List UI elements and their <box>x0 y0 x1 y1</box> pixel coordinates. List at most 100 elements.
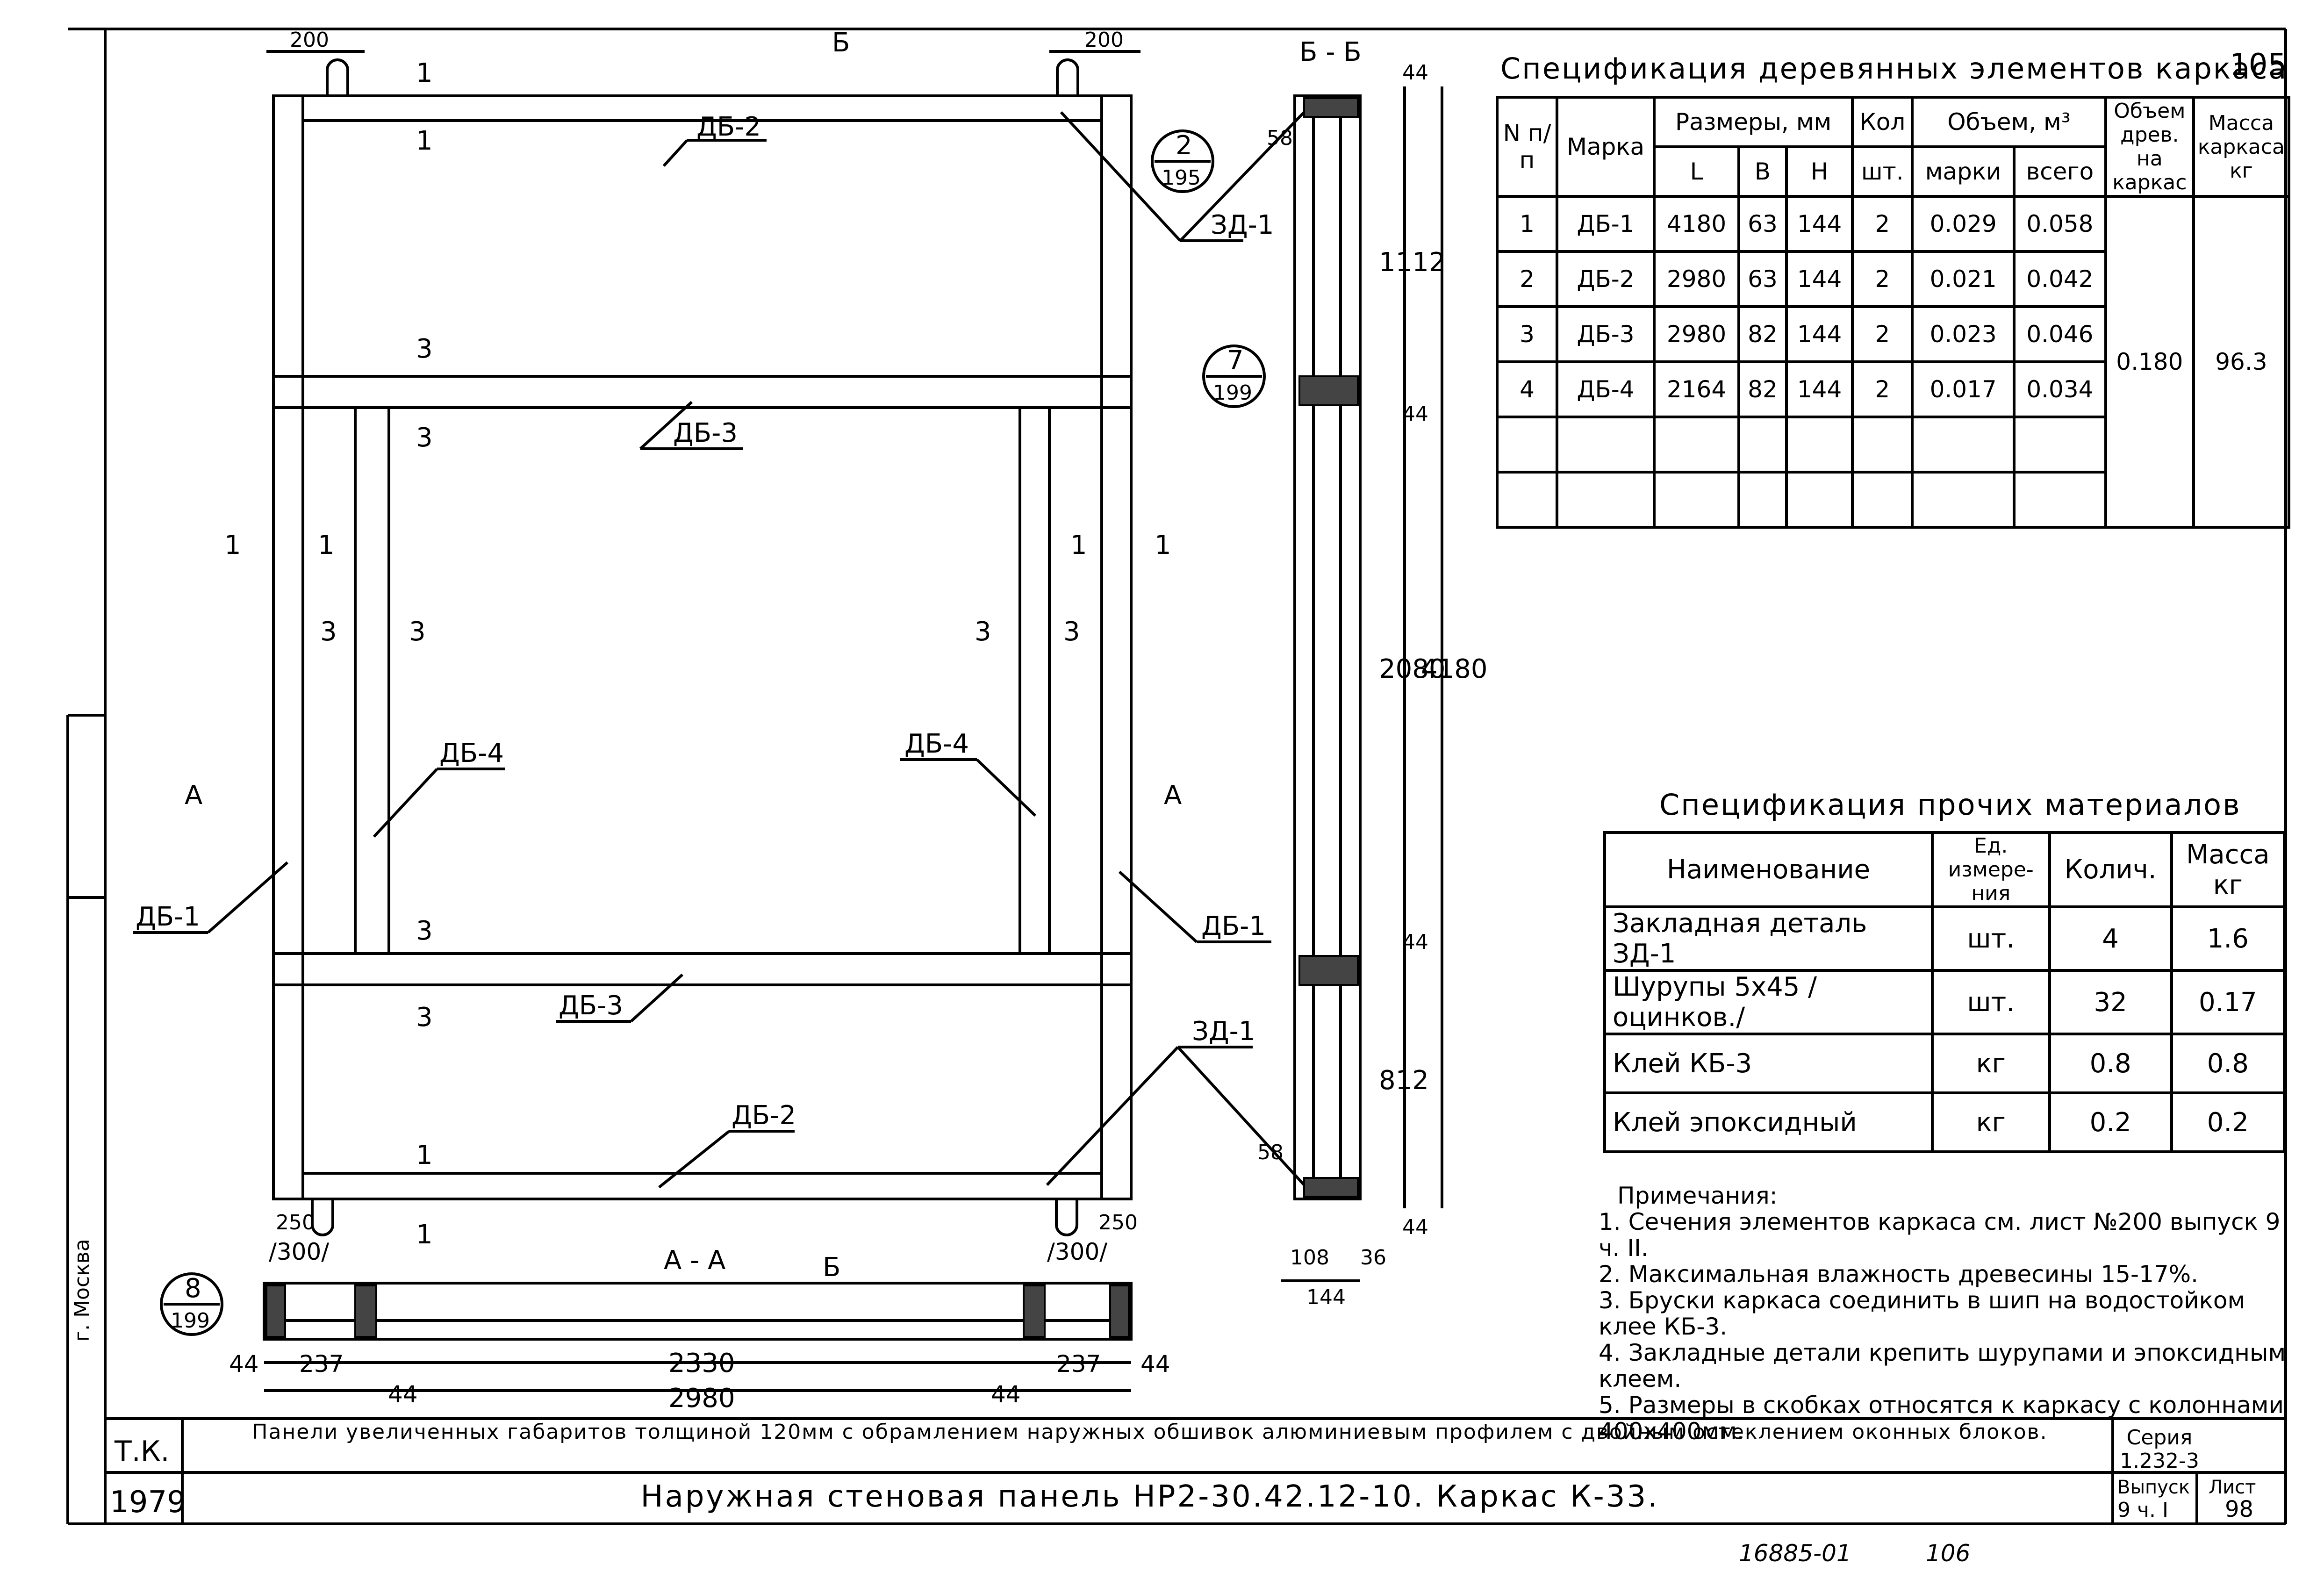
cut-1-top2: 1 <box>416 126 433 156</box>
section-bb-hatch-top <box>1303 97 1359 118</box>
col-massa: Масса каркаса кг <box>2192 96 2291 198</box>
cell-marka: ДБ-3 <box>1556 305 1656 363</box>
zd1-top-left <box>326 58 349 96</box>
dim-36: 36 <box>1360 1246 1386 1270</box>
cell-H: 144 <box>1785 195 1854 253</box>
leader-db4-right-b <box>976 758 1037 817</box>
cell-qty: 0.2 <box>2048 1091 2173 1153</box>
cut-a-left: А <box>185 780 202 811</box>
other-spec-title: Спецификация прочих материалов <box>1659 788 2241 822</box>
cell-kol: 2 <box>1851 250 1914 308</box>
cut-b-bottom: Б <box>823 1252 840 1283</box>
label-db3-top: ДБ-3 <box>673 418 738 448</box>
tb-vypusk-label: Выпуск <box>2117 1477 2190 1498</box>
leader-db4-left-b <box>373 768 438 838</box>
dim-44-aa-4: 44 <box>991 1381 1021 1408</box>
table-row-empty <box>1496 416 2289 474</box>
label-db3-low: ДБ-3 <box>559 990 623 1021</box>
tb-tk: Т.К. <box>114 1435 169 1468</box>
cut-1-bottom: 1 <box>416 1140 433 1170</box>
table-row: Шурупы 5х45 /оцинков./ шт. 32 0.17 <box>1603 969 2286 1035</box>
cell-B: 63 <box>1737 195 1788 253</box>
sheet-number-top: 105 <box>2230 48 2287 82</box>
ref-199b: 199 <box>171 1309 210 1333</box>
dim-44-c: 44 <box>1402 930 1428 954</box>
ref-8: 8 <box>185 1273 201 1304</box>
note-4: 4. Закладные детали крепить шурупами и э… <box>1599 1339 2286 1392</box>
cut-a-right: А <box>1164 780 1182 811</box>
col-obem-drev: Объем древ. на каркас <box>2104 96 2195 198</box>
label-db1-right: ДБ-1 <box>1201 911 1266 941</box>
cell-L: 2980 <box>1652 305 1741 363</box>
zd1-bottom-right <box>1055 1199 1078 1236</box>
table-row: 4 ДБ-4 2164 82 144 2 0.017 0.034 <box>1496 360 2289 418</box>
cell-unit: кг <box>1930 1091 2051 1153</box>
dim-58-bottom: 58 <box>1257 1141 1284 1164</box>
dim-1112: 1112 <box>1379 247 1446 278</box>
cut-1-left: 1 <box>224 530 241 560</box>
dim-44-d: 44 <box>1402 1215 1428 1239</box>
cell-qty: 0.8 <box>2048 1033 2173 1094</box>
col-name: Наименование <box>1603 831 1934 908</box>
tb-list-label: Лист <box>2209 1477 2256 1498</box>
cell-mass: 0.2 <box>2170 1091 2286 1153</box>
cut-b-top: Б <box>832 28 850 58</box>
table-row-empty <box>1496 471 2289 529</box>
dim-108: 108 <box>1290 1246 1329 1270</box>
section-bb-hatch-lower <box>1298 955 1359 986</box>
ref-7: 7 <box>1227 345 1244 376</box>
cell-marka: ДБ-4 <box>1556 360 1656 418</box>
cell-v2: 0.034 <box>2013 360 2107 418</box>
cut-3-a: 3 <box>416 334 433 364</box>
leader-db2-top-b <box>662 139 689 167</box>
table-row: Клей эпоксидный кг 0.2 0.2 <box>1603 1091 2286 1153</box>
archive-page: 106 <box>1926 1540 1970 1567</box>
label-db1-left: ДБ-1 <box>136 902 200 932</box>
zd1-top-right <box>1056 58 1079 96</box>
col-qty: Колич. <box>2048 831 2173 908</box>
cell-n: 1 <box>1496 195 1558 253</box>
section-aa-outer <box>263 1282 1133 1341</box>
notes: Примечания: 1. Сечения элементов каркаса… <box>1599 1183 2300 1444</box>
cell-kol: 2 <box>1851 360 1914 418</box>
ref-199a: 199 <box>1213 381 1252 405</box>
cell-name: Закладная деталь ЗД-1 <box>1603 905 1934 972</box>
cell-H: 144 <box>1785 250 1854 308</box>
leader-db1-left-b <box>207 861 288 934</box>
cell-unit: шт. <box>1930 969 2051 1035</box>
dim-237-r: 237 <box>1056 1350 1101 1378</box>
tb-list: 98 <box>2225 1496 2253 1522</box>
col-H: H <box>1785 145 1854 198</box>
col-marka: Марка <box>1556 96 1656 198</box>
cut-1-right2: 1 <box>1155 530 1171 560</box>
label-db4-left: ДБ-4 <box>439 738 504 768</box>
cell-v2: 0.046 <box>2013 305 2107 363</box>
cut-1-top: 1 <box>416 58 433 88</box>
cell-v1: 0.029 <box>1911 195 2016 253</box>
cut-aa-title: А - А <box>664 1245 725 1276</box>
dim-250-right: 250 <box>1098 1211 1138 1234</box>
cell-total-mass: 96.3 <box>2192 195 2291 529</box>
dim-44-aa-2: 44 <box>1140 1350 1170 1378</box>
col-unit: Ед. измере-ния <box>1930 831 2051 908</box>
leader-zd1-top-b <box>1179 111 1305 242</box>
col-obem-vsego: всего <box>2013 145 2107 198</box>
dim-44-b: 44 <box>1402 402 1428 426</box>
dim-812: 812 <box>1379 1065 1429 1096</box>
zd1-bottom-left <box>311 1199 334 1236</box>
tb-title: Наружная стеновая панель НР2-30.42.12-10… <box>640 1479 1659 1514</box>
dim-250-left: 250 <box>276 1211 315 1234</box>
cell-L: 2164 <box>1652 360 1741 418</box>
wood-spec-table: N п/п Марка Размеры, мм Кол Объем, м³ Об… <box>1496 96 2291 529</box>
cell-mass: 0.17 <box>2170 969 2286 1035</box>
col-kol-unit: шт. <box>1851 145 1914 198</box>
label-db2-top: ДБ-2 <box>696 112 761 142</box>
cell-B: 82 <box>1737 360 1788 418</box>
ref-circle-2-195 <box>1151 129 1214 193</box>
tb-seria-label: Серия <box>2127 1426 2193 1450</box>
cell-kol: 2 <box>1851 195 1914 253</box>
label-db2-low: ДБ-2 <box>732 1100 796 1131</box>
col-razmery: Размеры, мм <box>1652 96 1854 148</box>
cell-mass: 0.8 <box>2170 1033 2286 1094</box>
